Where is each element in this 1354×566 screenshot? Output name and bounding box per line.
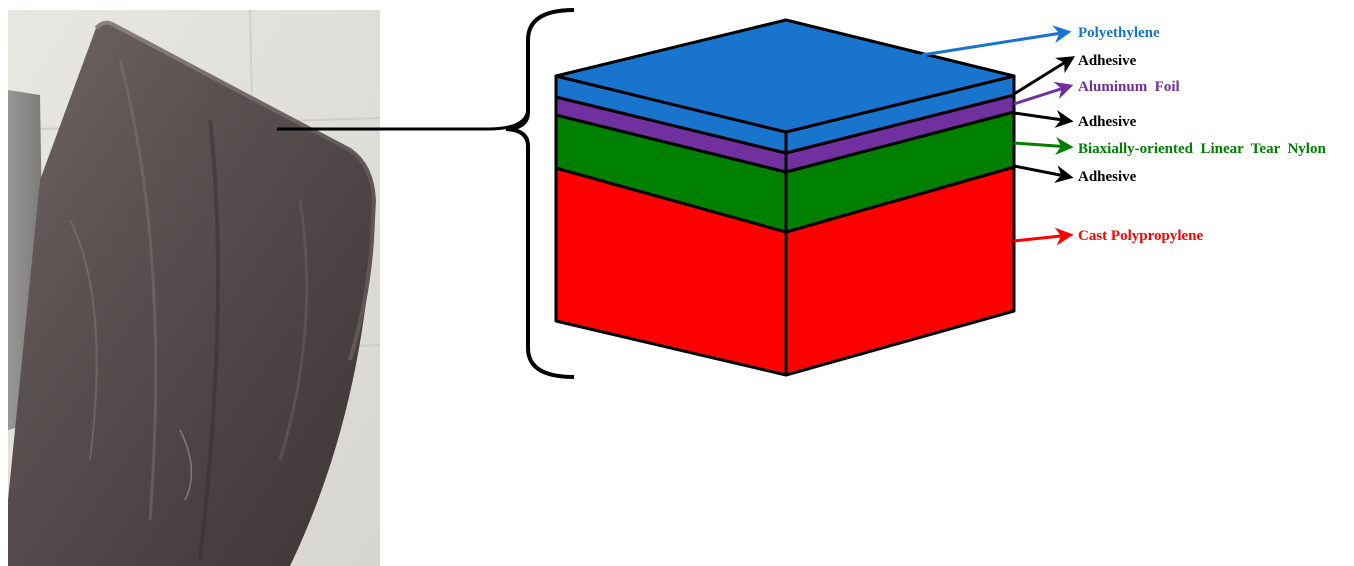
arrow-nylon bbox=[1013, 136, 1074, 155]
label-polyethylene: Polyethylene bbox=[1078, 25, 1160, 41]
arrows bbox=[921, 25, 1076, 246]
label-polypropylene: Cast Polypropylene bbox=[1078, 228, 1203, 244]
foil-pouch-photo bbox=[7, 9, 381, 566]
label-adhesive-3: Adhesive bbox=[1078, 169, 1137, 185]
label-nylon: Biaxially-oriented Linear Tear Nylon bbox=[1078, 141, 1326, 157]
label-adhesive-1: Adhesive bbox=[1078, 53, 1137, 69]
arrow-adhesive-2 bbox=[1013, 110, 1074, 128]
arrow-adhesive-1 bbox=[1013, 56, 1076, 96]
polyethylene-top bbox=[554, 18, 1016, 134]
arrow-polypropylene bbox=[1013, 227, 1074, 246]
layer-block bbox=[554, 18, 1016, 377]
arrow-adhesive-3 bbox=[1013, 164, 1074, 184]
label-adhesive-2: Adhesive bbox=[1078, 114, 1137, 130]
labels: Polyethylene Adhesive Aluminum Foil Adhe… bbox=[1078, 25, 1326, 244]
curly-bracket bbox=[505, 8, 575, 379]
arrow-polyethylene bbox=[921, 25, 1072, 57]
label-aluminum-foil: Aluminum Foil bbox=[1078, 79, 1180, 95]
arrow-aluminum-foil bbox=[1013, 81, 1074, 106]
